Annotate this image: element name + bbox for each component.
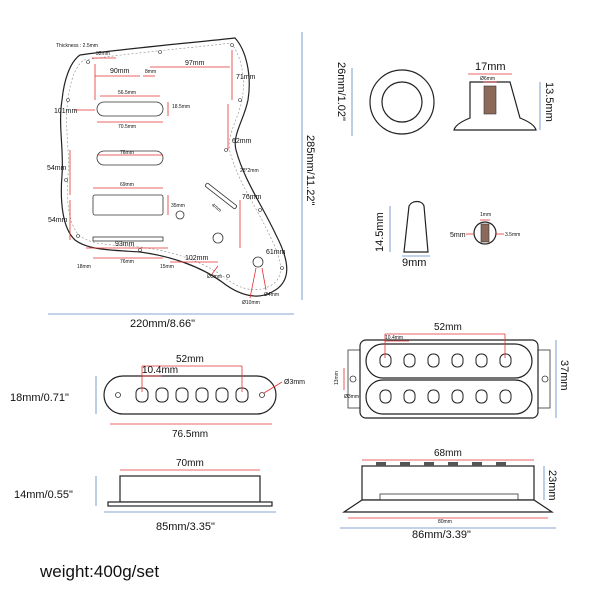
pg-d3: Ø3mm (207, 274, 222, 280)
tip-d9: 9mm (402, 257, 426, 269)
pg-d8: 8mm (145, 69, 156, 75)
pot-hole-3 (252, 256, 264, 268)
hb-side-d23: 23mm (546, 470, 558, 501)
hb-d10-4: 10.4mm (385, 335, 403, 341)
pg-d69: 69mm (120, 182, 134, 188)
pg-d71: 71mm (236, 74, 256, 81)
humbucker-side-plate (342, 499, 554, 513)
pg-d62: 62mm (232, 138, 252, 145)
knob-drawing: 26mm/1.02" 17mm Ø6mm 13.5mm (335, 61, 555, 136)
hb-d37: 37mm (558, 360, 570, 391)
single-coil-side-base (107, 501, 273, 507)
tip-d1: 1mm (480, 212, 491, 218)
middle-pickup-cutout (96, 150, 164, 166)
knob-shaft-hole (483, 85, 497, 115)
switch-slot (205, 182, 237, 210)
single-side-height: 14mm/0.55" (14, 489, 73, 501)
pg-d76a: 76mm (120, 150, 134, 156)
pg-height: 285mm/11.22" (304, 135, 316, 205)
hb-d3: Ø3mm (344, 394, 359, 400)
pg-d102: 102mm (185, 255, 209, 262)
pot-hole-2 (212, 232, 224, 244)
single-pole-pieces (135, 387, 249, 403)
single-side-d70: 70mm (176, 458, 204, 469)
pg-d35: 35mm (171, 203, 185, 209)
hb-d13: 13mm (334, 371, 340, 385)
pg-d4: 4mm (210, 202, 222, 214)
knob-d17: 17mm (475, 61, 506, 73)
pg-d76b: 76mm (242, 194, 262, 201)
pg-d54a: 54mm (47, 165, 67, 172)
single-coil-top-drawing: 52mm 10.4mm Ø3mm 76.5mm 18mm/0.71" (10, 354, 305, 440)
humbucker-top-drawing: 52mm 10.4mm 37mm 13mm Ø3mm (334, 322, 570, 419)
pg-d97: 97mm (185, 60, 205, 67)
pg-d90: 90mm (110, 68, 130, 75)
bridge-pickup-cutout (92, 194, 164, 216)
humbucker-side-poles (376, 462, 506, 466)
screw-holes (64, 43, 284, 278)
pg-d18: 18mm (77, 264, 91, 270)
humbucker-side-drawing: 68mm 23mm 80mm 86mm/3.39" (340, 448, 558, 541)
switch-tip-side (403, 200, 429, 253)
knob-d26: 26mm/1.02" (335, 62, 347, 121)
hb-side-d86: 86mm/3.39" (412, 529, 471, 541)
single-d10-4: 10.4mm (142, 365, 178, 376)
single-d76-5: 76.5mm (172, 429, 208, 440)
pg-width: 220mm/8.66" (130, 318, 195, 330)
pg-d18-5: 18.5mm (172, 104, 190, 110)
pg-d15: 15mm (160, 264, 174, 270)
pg-d32: 32mm (96, 51, 110, 57)
humbucker-pole-pieces (379, 353, 512, 404)
hb-side-d68: 68mm (434, 448, 462, 459)
pg-d54b: 54mm (48, 217, 68, 224)
pg-d10: Ø10mm (242, 300, 260, 306)
pg-thickness: Thickness : 2.5mm (56, 43, 98, 49)
pg-d76c: 76mm (120, 259, 134, 265)
pickguard-drawing: Thickness : 2.5mm 32mm 90mm 8mm 97mm 71m… (47, 32, 316, 330)
tip-d14-5: 14.5mm (374, 212, 386, 252)
switch-tip-drawing: 14.5mm 9mm 1mm 5mm 3.5mm (374, 200, 520, 269)
pg-d4b: Ø4mm (264, 292, 279, 298)
single-height: 18mm/0.71" (10, 392, 69, 404)
pot-hole-1 (175, 210, 185, 220)
single-d52: 52mm (176, 354, 204, 365)
pg-d56-5: 56.5mm (118, 90, 136, 96)
hb-d52: 52mm (434, 322, 462, 333)
pg-d93: 93mm (115, 241, 135, 248)
single-side-d85: 85mm/3.35" (156, 521, 215, 533)
pg-d61: 61mm (266, 249, 286, 256)
knob-d13-5: 13.5mm (543, 82, 555, 122)
tip-d5: 5mm (450, 232, 466, 239)
pg-d70-5: 70.5mm (118, 124, 136, 130)
single-d3: Ø3mm (284, 379, 305, 386)
knob-d6: Ø6mm (480, 76, 495, 82)
hb-side-d80: 80mm (438, 519, 452, 525)
single-coil-side-body (119, 475, 261, 503)
tip-d3-5: 3.5mm (505, 232, 520, 238)
pg-d101: 101mm (54, 108, 78, 115)
single-coil-side-drawing: 70mm 85mm/3.35" 14mm/0.55" (14, 458, 276, 533)
single-coil-top (103, 375, 277, 415)
neck-pickup-cutout (96, 101, 164, 117)
pg-d28x2: 28*2mm (240, 168, 259, 174)
weight-label: weight:400g/set (40, 562, 160, 581)
